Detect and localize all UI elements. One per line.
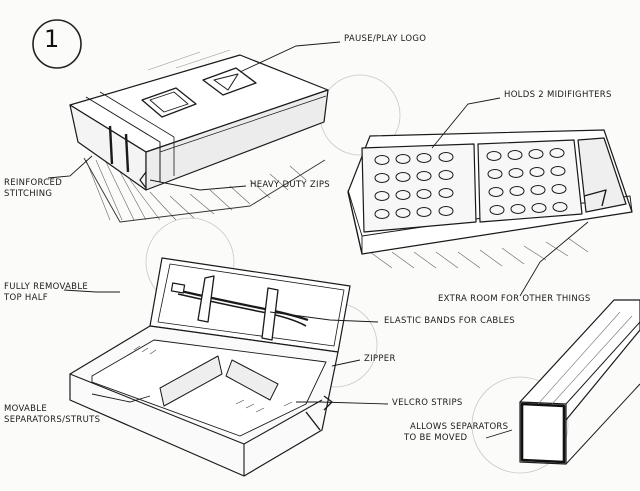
label-pause-play-logo: PAUSE/PLAY LOGO [344, 34, 427, 44]
label-elastic-bands: ELASTIC BANDS FOR CABLES [384, 316, 515, 326]
sheet-number: 1 [44, 25, 60, 53]
label-separators-struts: SEPARATORS/STRUTS [4, 415, 101, 425]
label-holds-midifighters: HOLDS 2 MIDIFIGHTERS [504, 90, 612, 100]
label-top-half: TOP HALF [4, 293, 48, 303]
label-heavy-duty-zips: HEAVY DUTY ZIPS [250, 180, 330, 190]
label-fully-removable: FULLY REMOVABLE [4, 282, 89, 292]
separator-detail-sketch [519, 299, 640, 465]
label-extra-room: EXTRA ROOM FOR OTHER THINGS [438, 294, 591, 304]
label-allows-separators: ALLOWS SEPARATORS [410, 422, 509, 432]
label-zipper: ZIPPER [364, 354, 396, 364]
label-stitching: STITCHING [4, 189, 53, 199]
lid-open-case-sketch [69, 257, 351, 477]
annotation-leaders [47, 41, 589, 439]
label-movable: MOVABLE [4, 404, 47, 414]
label-velcro-strips: VELCRO STRIPS [392, 398, 463, 408]
guide-circle [471, 376, 569, 474]
open-case-sketch [347, 129, 633, 269]
closed-case-sketch [69, 49, 329, 223]
label-reinforced: REINFORCED [4, 178, 63, 188]
sheet-number-circle [32, 19, 82, 69]
label-to-be-moved: TO BE MOVED [404, 433, 468, 443]
